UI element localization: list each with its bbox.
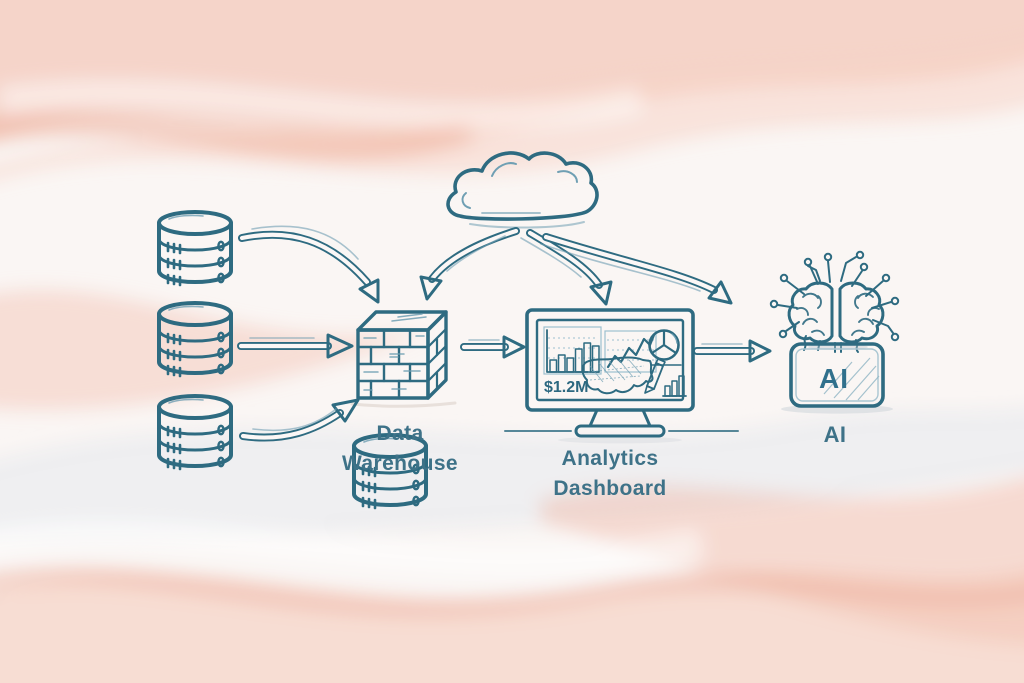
dashboard-metric: $1.2M xyxy=(544,379,588,396)
data-warehouse-label: Data Warehouse xyxy=(341,422,458,476)
pie-chart-widget xyxy=(648,329,682,366)
us-map-widget xyxy=(581,356,654,395)
bar-chart-widget xyxy=(543,326,602,375)
data-warehouse-icon xyxy=(356,310,448,400)
cloud-icon xyxy=(446,151,599,221)
brain-icon xyxy=(787,281,885,344)
database-icon-middle xyxy=(157,301,233,378)
chip-text: AI xyxy=(819,363,849,394)
ai-label: AI xyxy=(823,422,847,447)
database-icon-bottom xyxy=(157,394,233,471)
flow-arrows xyxy=(237,225,772,442)
mini-bar-chart-widget xyxy=(662,375,687,397)
analytics-dashboard-label: Analytics Dashboard xyxy=(553,447,667,501)
analytics-dashboard-icon: $1.2M xyxy=(504,308,739,438)
pencil-icon xyxy=(644,358,666,394)
circuit-traces xyxy=(769,250,900,342)
ai-chip-icon: AI xyxy=(769,250,900,408)
database-icon-top xyxy=(157,210,233,287)
